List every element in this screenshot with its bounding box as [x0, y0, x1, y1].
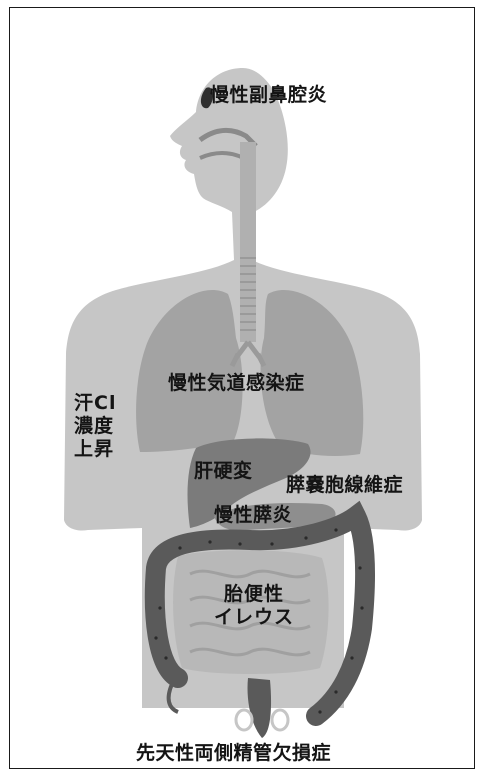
- rectum: [248, 678, 272, 738]
- label-chronic-pancreatitis: 慢性膵炎: [214, 506, 292, 525]
- label-chronic-airway-infection: 慢性気道感染症: [168, 374, 305, 393]
- label-sweat-chloride: 汗Cl 濃度 上昇: [74, 392, 116, 461]
- label-sweat-line-3: 上昇: [74, 438, 116, 461]
- label-ileus-line-2: イレウス: [214, 606, 294, 629]
- label-ileus-line-1: 胎便性: [214, 583, 294, 606]
- label-cystic-fibrosis: 膵嚢胞線維症: [286, 476, 403, 495]
- label-sweat-line-1: 汗Cl: [74, 392, 116, 415]
- label-cbavd: 先天性両側精管欠損症: [136, 744, 331, 763]
- trachea: [240, 142, 256, 342]
- label-liver-cirrhosis: 肝硬変: [194, 462, 253, 481]
- label-meconium-ileus: 胎便性 イレウス: [214, 583, 294, 629]
- label-sweat-line-2: 濃度: [74, 415, 116, 438]
- label-chronic-sinusitis: 慢性副鼻腔炎: [210, 86, 327, 105]
- diagram-frame: 慢性副鼻腔炎 慢性気道感染症 汗Cl 濃度 上昇 肝硬変 膵嚢胞線維症 慢性膵炎…: [9, 7, 475, 769]
